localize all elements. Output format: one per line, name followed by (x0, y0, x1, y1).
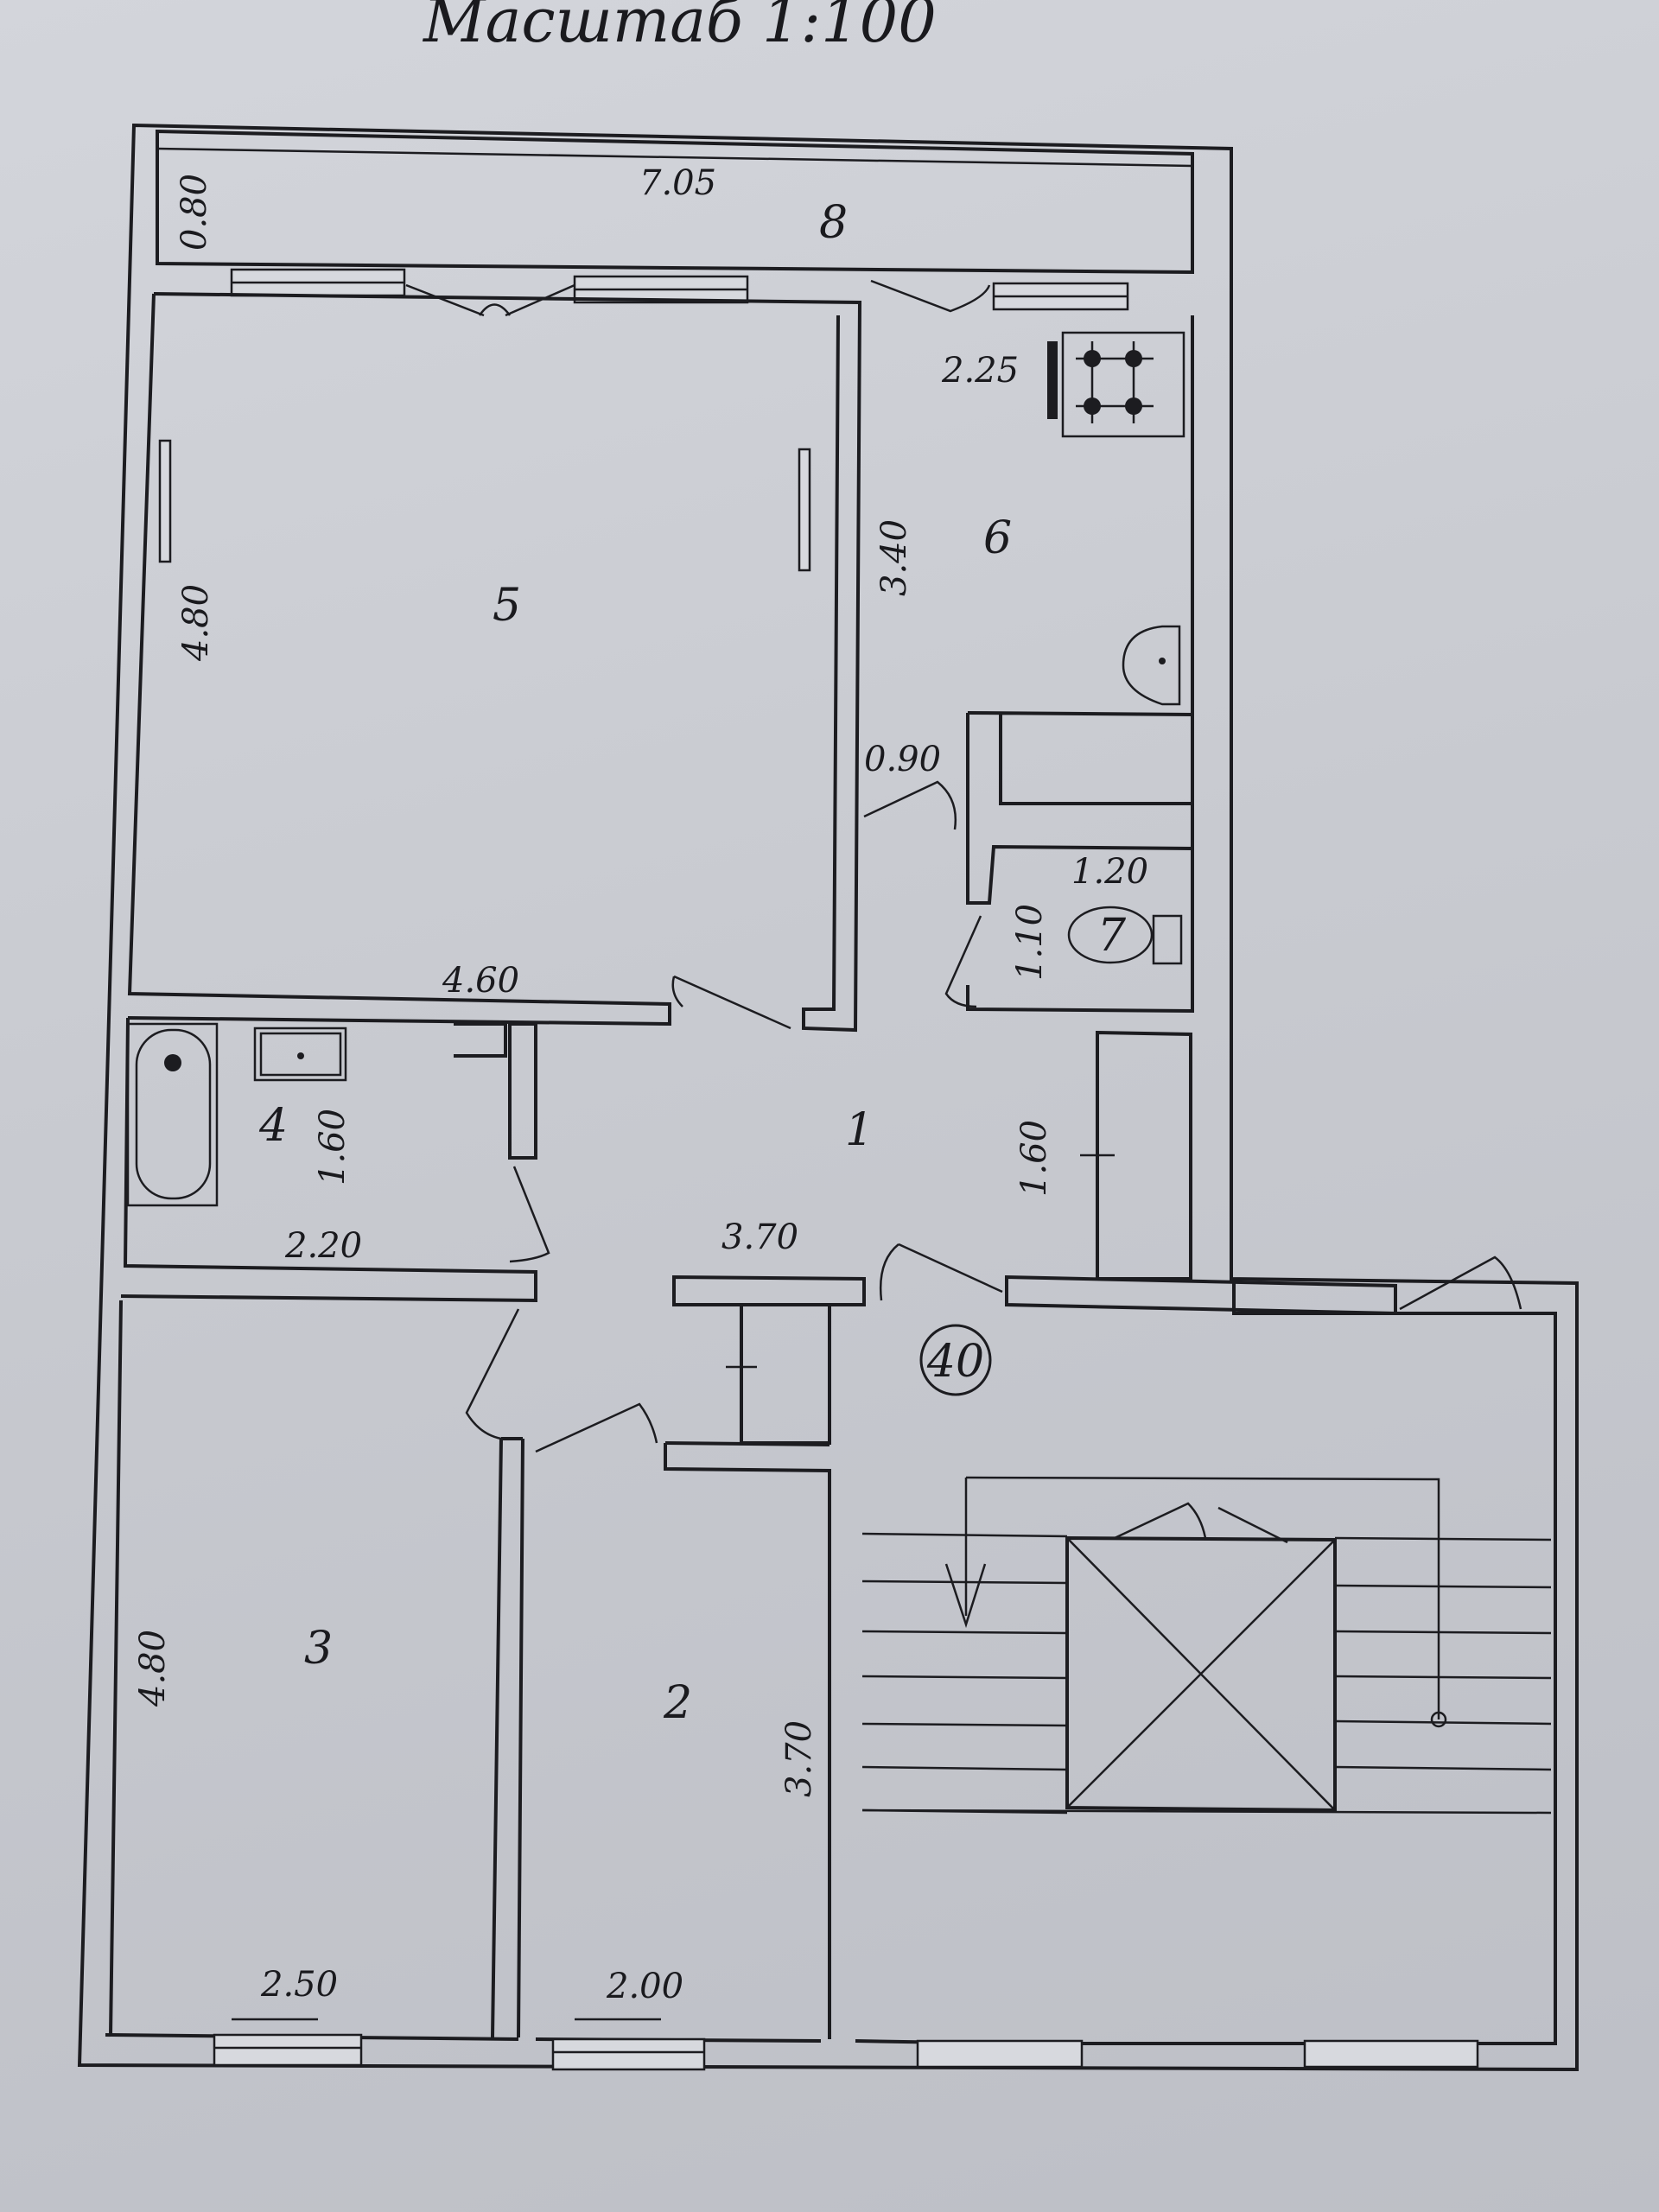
room-2-label: 2 (663, 1677, 692, 1729)
dim-room5-depth: 4.80 (176, 584, 216, 662)
interior-doors (465, 780, 1522, 1453)
dim-balcony-depth: 0.80 (175, 174, 214, 251)
room-5-label: 5 (493, 580, 521, 632)
dim-corridor-door: 0.90 (864, 740, 941, 779)
room-1-label: 1 (845, 1104, 874, 1156)
apartment-number-badge (919, 1324, 992, 1396)
balcony-windows (230, 268, 1129, 311)
bathtub-icon (126, 1022, 219, 1207)
room-labels: 1 2 3 4 5 6 7 8 (258, 197, 1127, 1729)
room-4-label: 4 (258, 1100, 288, 1152)
staircase (861, 1476, 1552, 1815)
toilet-icon (1067, 906, 1183, 965)
stove-icon (1047, 331, 1185, 438)
washbasin-icon (253, 1027, 347, 1082)
dim-room2-depth: 3.70 (779, 1720, 819, 1797)
room-8-label: 8 (819, 197, 848, 249)
dimension-labels: 7.05 0.80 2.25 3.40 4.80 4.60 0.90 1.20 … (133, 163, 1148, 2006)
dim-closet-depth: 1.60 (1014, 1120, 1054, 1197)
scale-title: Масштаб 1:100 (422, 0, 937, 56)
dim-room5-width: 4.60 (442, 961, 519, 1001)
apartment-number: 40 (926, 1336, 984, 1388)
dim-wc-depth: 1.10 (1010, 904, 1050, 981)
dim-room3-width: 2.50 (260, 1965, 338, 2005)
room-3-label: 3 (304, 1623, 333, 1675)
dim-room2-width: 2.00 (606, 1967, 683, 2006)
exterior-windows (158, 439, 1479, 2071)
dim-balcony-width: 7.05 (639, 163, 716, 203)
interior-walls (109, 292, 1397, 2039)
dim-room3-depth: 4.80 (133, 1630, 173, 1707)
dim-bath-width: 2.20 (284, 1226, 362, 1266)
dim-kitchen-depth: 3.40 (874, 519, 914, 596)
kitchen-sink-icon (1122, 625, 1181, 706)
room-6-label: 6 (983, 512, 1012, 564)
room-7-label: 7 (1097, 910, 1127, 962)
dim-hall-width: 3.70 (721, 1217, 798, 1257)
dim-wc-width: 1.20 (1071, 852, 1148, 892)
dim-bath-depth: 1.60 (313, 1109, 353, 1185)
balcony-doors (405, 279, 991, 317)
dim-kitchen-top: 2.25 (941, 351, 1019, 391)
